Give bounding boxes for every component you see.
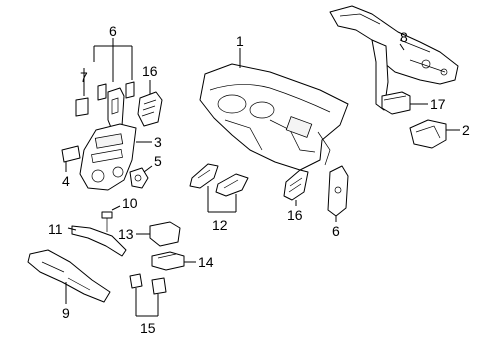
callout-13: 13 [118, 226, 134, 242]
vent-16-top-part [137, 91, 163, 127]
bezel-2-part [409, 119, 447, 149]
center-fascia-3-part [79, 123, 137, 191]
callout-7: 7 [80, 69, 88, 85]
instrument-panel-part [199, 63, 349, 171]
callout-10: 10 [122, 195, 138, 211]
bracket-11-part [71, 225, 127, 257]
callout-11: 11 [48, 221, 63, 237]
trim-6b-part [107, 87, 125, 131]
callout-8: 8 [400, 29, 408, 45]
callout-1: 1 [236, 33, 244, 49]
callout-3: 3 [154, 134, 162, 150]
callout-16-top: 16 [142, 63, 158, 79]
bracket-14-part [151, 251, 185, 271]
bracket-17-part [381, 91, 411, 115]
small-panel-7-part [75, 97, 89, 117]
clip-15a-part [129, 273, 143, 289]
cover-13-part [149, 221, 181, 247]
cross-member-part [329, 5, 459, 111]
callout-5: 5 [154, 153, 162, 169]
lower-panel-9-part [27, 249, 111, 303]
clip-6c-part [125, 81, 135, 99]
bracket-12b-part [215, 173, 249, 197]
callout-4: 4 [62, 173, 70, 189]
callout-2: 2 [462, 122, 470, 138]
clip-6a-part [97, 83, 107, 101]
screw-10-part [101, 211, 113, 232]
callout-16-bottom: 16 [287, 207, 303, 223]
callout-15: 15 [140, 320, 156, 336]
bracket-12a-part [189, 163, 219, 189]
switch-5-part [129, 167, 149, 189]
callout-17: 17 [430, 96, 446, 112]
vent-16-bottom-part [283, 169, 309, 201]
callout-14: 14 [198, 254, 214, 270]
panel-4-part [61, 145, 81, 163]
callout-12: 12 [212, 217, 228, 233]
callout-9: 9 [62, 305, 70, 321]
callout-6-bottom: 6 [332, 223, 340, 239]
clip-15b-part [151, 277, 167, 295]
callout-6-top: 6 [109, 23, 117, 39]
glovebox-6-part [327, 165, 349, 217]
